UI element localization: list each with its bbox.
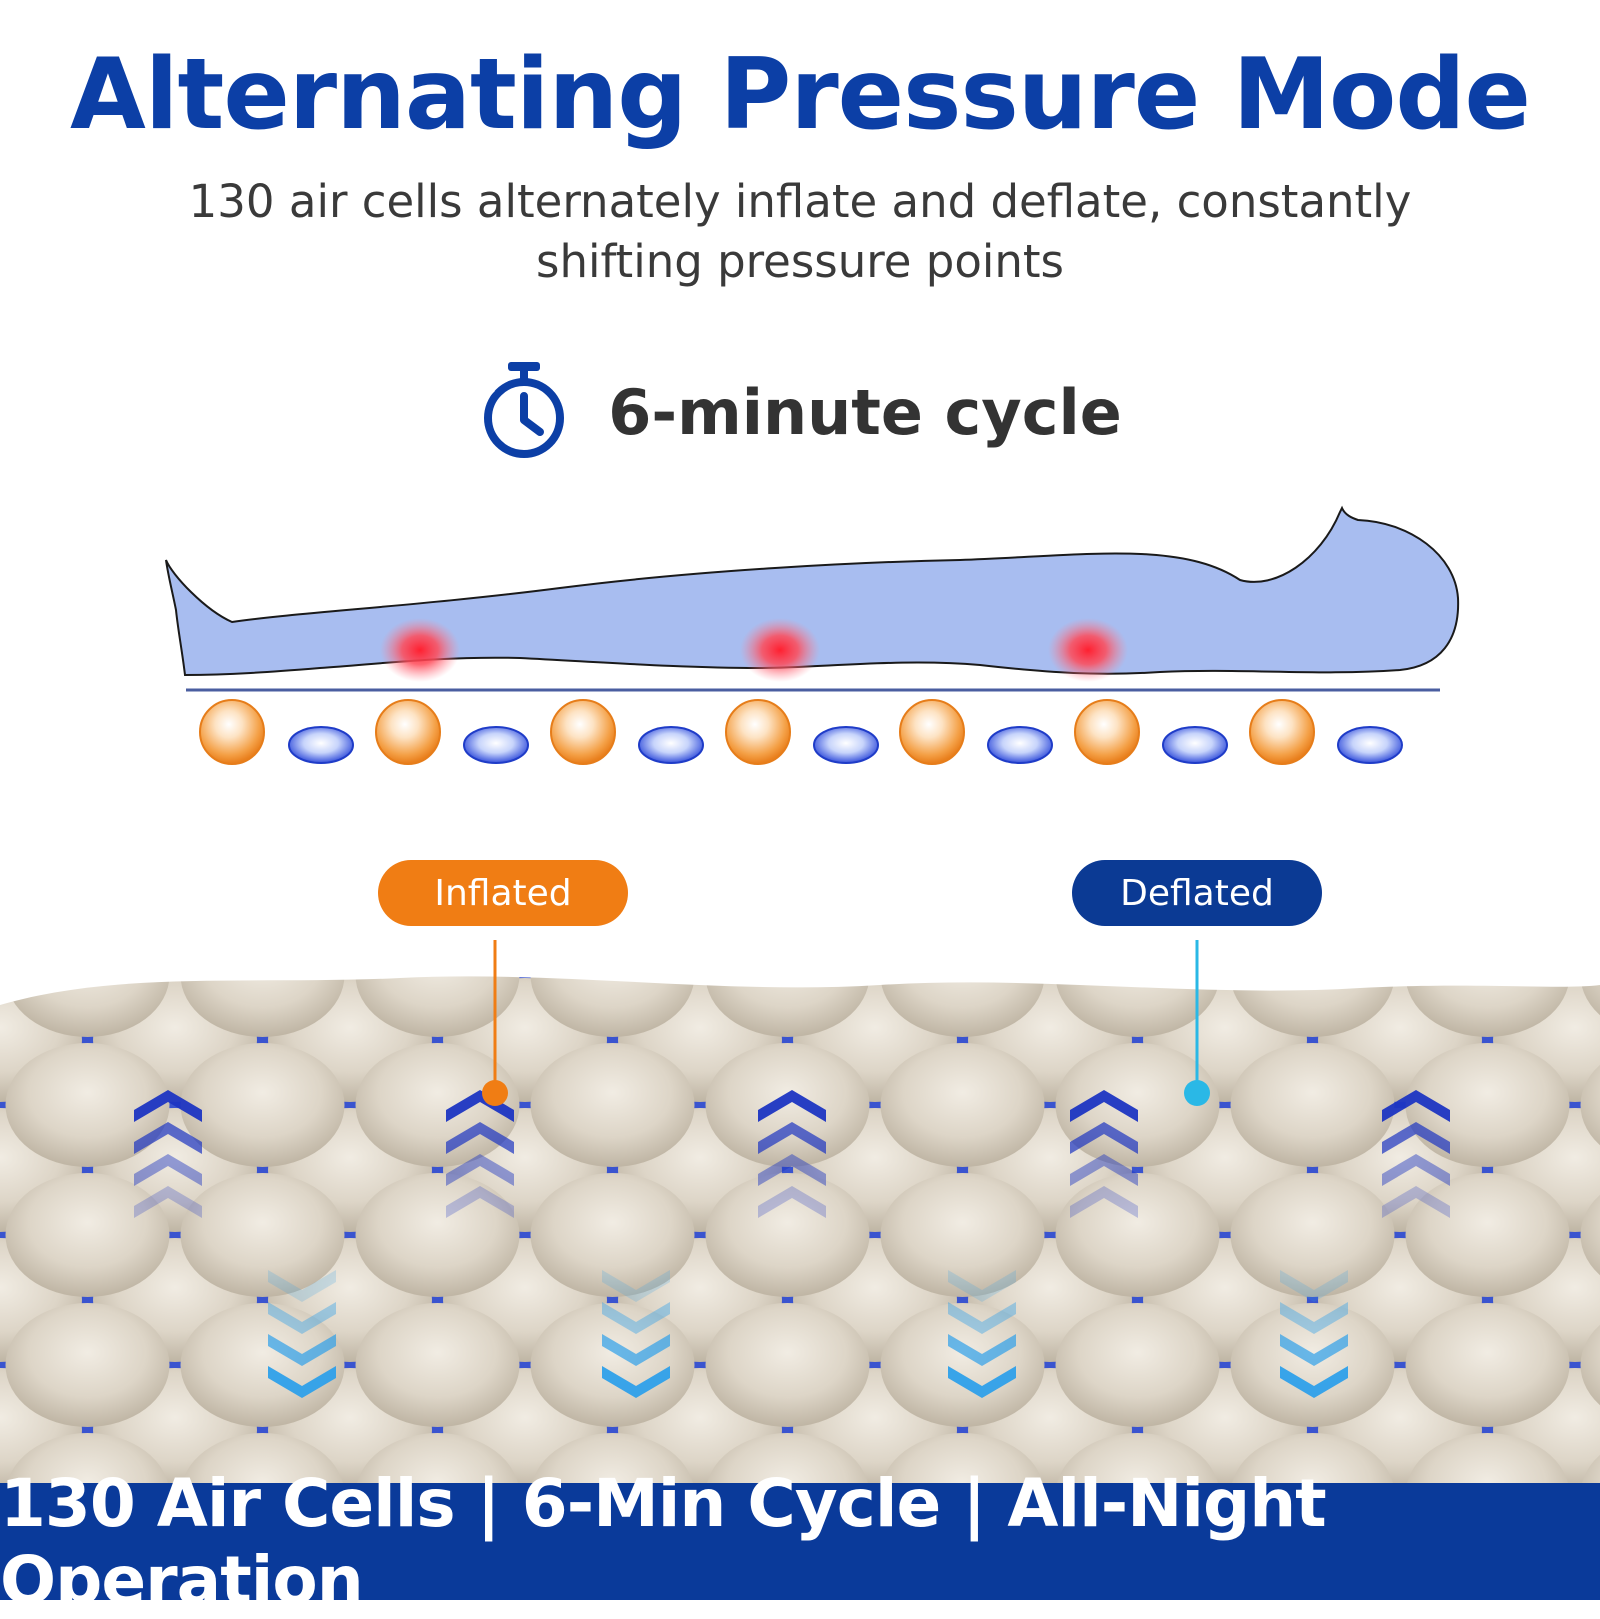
pressure-point-1 bbox=[380, 618, 460, 682]
deflated-cell bbox=[288, 726, 354, 764]
inflated-cell bbox=[1249, 699, 1315, 765]
pressure-point-3 bbox=[1048, 618, 1128, 682]
deflated-label: Deflated bbox=[1072, 860, 1322, 926]
inflated-cell bbox=[199, 699, 265, 765]
subtitle-line-2: shifting pressure points bbox=[536, 235, 1064, 288]
inflated-cell bbox=[725, 699, 791, 765]
inflated-cell bbox=[375, 699, 441, 765]
deflated-cell bbox=[987, 726, 1053, 764]
page-title: Alternating Pressure Mode bbox=[70, 38, 1531, 152]
mattress-surface bbox=[0, 940, 1600, 1485]
inflated-label: Inflated bbox=[378, 860, 628, 926]
body-illustration bbox=[165, 505, 1460, 765]
cycle-label: 6-minute cycle bbox=[608, 375, 1122, 449]
deflated-cell bbox=[1337, 726, 1403, 764]
inflate-arrows bbox=[134, 1090, 1450, 1218]
pressure-point-2 bbox=[740, 618, 820, 682]
cycle-row: 6-minute cycle bbox=[0, 360, 1600, 464]
deflated-cell bbox=[1162, 726, 1228, 764]
deflated-cell bbox=[463, 726, 529, 764]
inflated-cell bbox=[899, 699, 965, 765]
stopwatch-icon bbox=[478, 360, 570, 464]
deflated-marker-dot bbox=[1184, 1080, 1210, 1106]
air-cells-row bbox=[199, 699, 1403, 765]
deflated-cell bbox=[638, 726, 704, 764]
deflated-cell bbox=[813, 726, 879, 764]
inflated-marker-dot bbox=[482, 1080, 508, 1106]
subtitle-line-1: 130 air cells alternately inflate and de… bbox=[188, 175, 1412, 228]
footer-banner: 130 Air Cells | 6-Min Cycle | All-Night … bbox=[0, 1465, 1600, 1619]
inflated-cell bbox=[550, 699, 616, 765]
deflate-arrows bbox=[268, 1270, 1348, 1398]
mattress-cells bbox=[0, 976, 1600, 1485]
inflated-cell bbox=[1074, 699, 1140, 765]
page-subtitle: 130 air cells alternately inflate and de… bbox=[0, 172, 1600, 292]
